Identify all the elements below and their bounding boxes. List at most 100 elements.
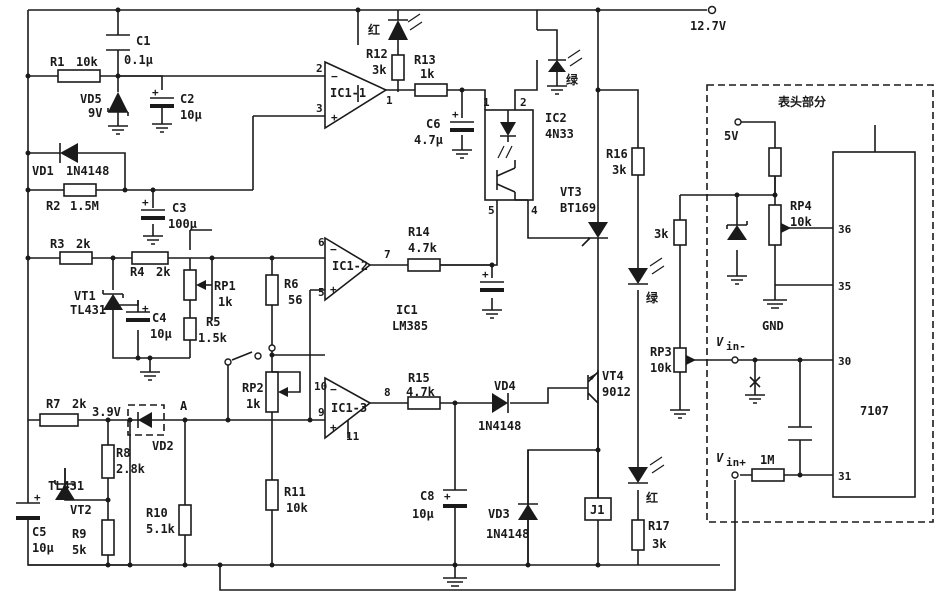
svg-text:+: + — [152, 86, 159, 99]
svg-text:+: + — [444, 490, 451, 503]
supply-terminal: 12.7V — [690, 5, 726, 33]
svg-text:+: + — [452, 108, 459, 121]
svg-text:VD3: VD3 — [488, 507, 510, 521]
svg-text:R13: R13 — [414, 53, 436, 67]
svg-text:4.7k: 4.7k — [406, 385, 436, 399]
optocoupler-ic2: 1 2 5 4 IC2 4N33 — [483, 96, 574, 217]
led-green-right: 绿 — [628, 257, 665, 305]
svg-text:R17: R17 — [648, 519, 670, 533]
svg-text:C1: C1 — [136, 34, 150, 48]
svg-text:1.5M: 1.5M — [70, 199, 99, 213]
zener-vd5: VD5 9V — [80, 92, 129, 120]
potentiometer-rp2: RP2 1k — [242, 371, 301, 413]
svg-text:7: 7 — [384, 248, 391, 261]
resistor-meter-top — [768, 147, 782, 177]
svg-text:R4: R4 — [130, 265, 144, 279]
svg-text:VD1: VD1 — [32, 164, 54, 178]
svg-text:1k: 1k — [246, 397, 261, 411]
opamp-ic1-1: − + IC1-1 2 3 1 — [316, 60, 393, 130]
svg-text:1: 1 — [386, 94, 393, 107]
svg-text:6: 6 — [318, 236, 325, 249]
svg-text:10μ: 10μ — [150, 327, 172, 341]
ic1-label: IC1 LM385 — [392, 303, 428, 333]
svg-text:2: 2 — [520, 96, 527, 109]
svg-text:8: 8 — [384, 386, 391, 399]
led-red-bottom: 红 — [628, 456, 665, 505]
svg-text:RP4: RP4 — [790, 199, 812, 213]
svg-text:R14: R14 — [408, 225, 430, 239]
svg-text:VT1: VT1 — [74, 289, 96, 303]
svg-text:C5: C5 — [32, 525, 46, 539]
capacitor-c5: + C5 10μ — [16, 491, 54, 555]
svg-text:5: 5 — [488, 204, 495, 217]
svg-text:VD4: VD4 — [494, 379, 516, 393]
potentiometer-rp1: RP1 1k — [183, 258, 236, 309]
svg-text:TL431: TL431 — [70, 303, 106, 317]
svg-text:11: 11 — [346, 430, 360, 443]
svg-text:R3: R3 — [50, 237, 64, 251]
svg-text:2k: 2k — [156, 265, 171, 279]
svg-text:4N33: 4N33 — [545, 127, 574, 141]
svg-text:1: 1 — [483, 96, 490, 109]
capacitor-c6: + C6 4.7μ — [414, 108, 474, 147]
svg-text:10k: 10k — [790, 215, 812, 229]
svg-text:C8: C8 — [420, 489, 434, 503]
potentiometer-rp4: RP4 10k — [768, 199, 812, 246]
node-labels: 3.9V A — [92, 399, 188, 419]
svg-text:3k: 3k — [372, 63, 387, 77]
svg-text:红: 红 — [368, 22, 380, 37]
svg-text:31: 31 — [838, 470, 852, 483]
svg-text:1M: 1M — [760, 453, 774, 467]
svg-text:R10: R10 — [146, 506, 168, 520]
svg-text:C6: C6 — [426, 117, 440, 131]
svg-text:2.8k: 2.8k — [116, 462, 146, 476]
selector-switch — [224, 344, 276, 366]
supply-voltage-label: 12.7V — [690, 19, 726, 33]
svg-text:36: 36 — [838, 223, 852, 236]
svg-text:10μ: 10μ — [32, 541, 54, 555]
svg-text:4.7μ: 4.7μ — [414, 133, 443, 147]
svg-text:GND: GND — [762, 319, 784, 333]
capacitor-c7: + — [480, 268, 504, 319]
svg-text:+: + — [482, 268, 489, 281]
svg-text:10k: 10k — [650, 361, 672, 375]
svg-text:LM385: LM385 — [392, 319, 428, 333]
svg-text:1N4148: 1N4148 — [66, 164, 109, 178]
svg-text:1N4148: 1N4148 — [486, 527, 529, 541]
diode-vd1: VD1 1N4148 — [32, 143, 109, 178]
svg-text:绿: 绿 — [566, 72, 579, 87]
svg-text:V: V — [716, 451, 724, 465]
svg-text:R11: R11 — [284, 485, 306, 499]
diode-vd3: VD3 1N4148 — [486, 450, 538, 565]
svg-text:红: 红 — [646, 490, 658, 505]
ground-vd5 — [108, 125, 128, 135]
ground-c6 — [452, 149, 472, 159]
capacitor-c1: C1 0.1μ — [106, 34, 153, 67]
meter-title: 表头部分 — [777, 94, 826, 109]
svg-text:35: 35 — [838, 280, 851, 293]
svg-text:2: 2 — [316, 62, 323, 75]
svg-text:1N4148: 1N4148 — [478, 419, 521, 433]
resistor-r17: R17 3k — [631, 519, 670, 551]
svg-text:100μ: 100μ — [168, 217, 197, 231]
cross-mark — [745, 376, 765, 404]
wires — [27, 9, 876, 591]
resistor-r10: R10 5.1k — [146, 504, 192, 536]
svg-text:R12: R12 — [366, 47, 388, 61]
led-green-top: 绿 — [537, 29, 583, 95]
svg-text:V: V — [716, 335, 724, 349]
chip-7107 — [832, 151, 916, 498]
svg-text:+: + — [330, 421, 337, 434]
capacitor-meter — [788, 426, 812, 441]
svg-text:TL431: TL431 — [48, 479, 84, 493]
zener-meter — [726, 221, 748, 285]
svg-text:R5: R5 — [206, 315, 220, 329]
svg-text:1k: 1k — [420, 67, 435, 81]
svg-text:in-: in- — [726, 340, 746, 353]
svg-text:3.9V: 3.9V — [92, 405, 121, 419]
resistor-r8: R8 2.8k — [101, 444, 146, 479]
svg-text:0.1μ: 0.1μ — [124, 53, 153, 67]
svg-text:C3: C3 — [172, 201, 186, 215]
svg-text:2k: 2k — [76, 237, 91, 251]
